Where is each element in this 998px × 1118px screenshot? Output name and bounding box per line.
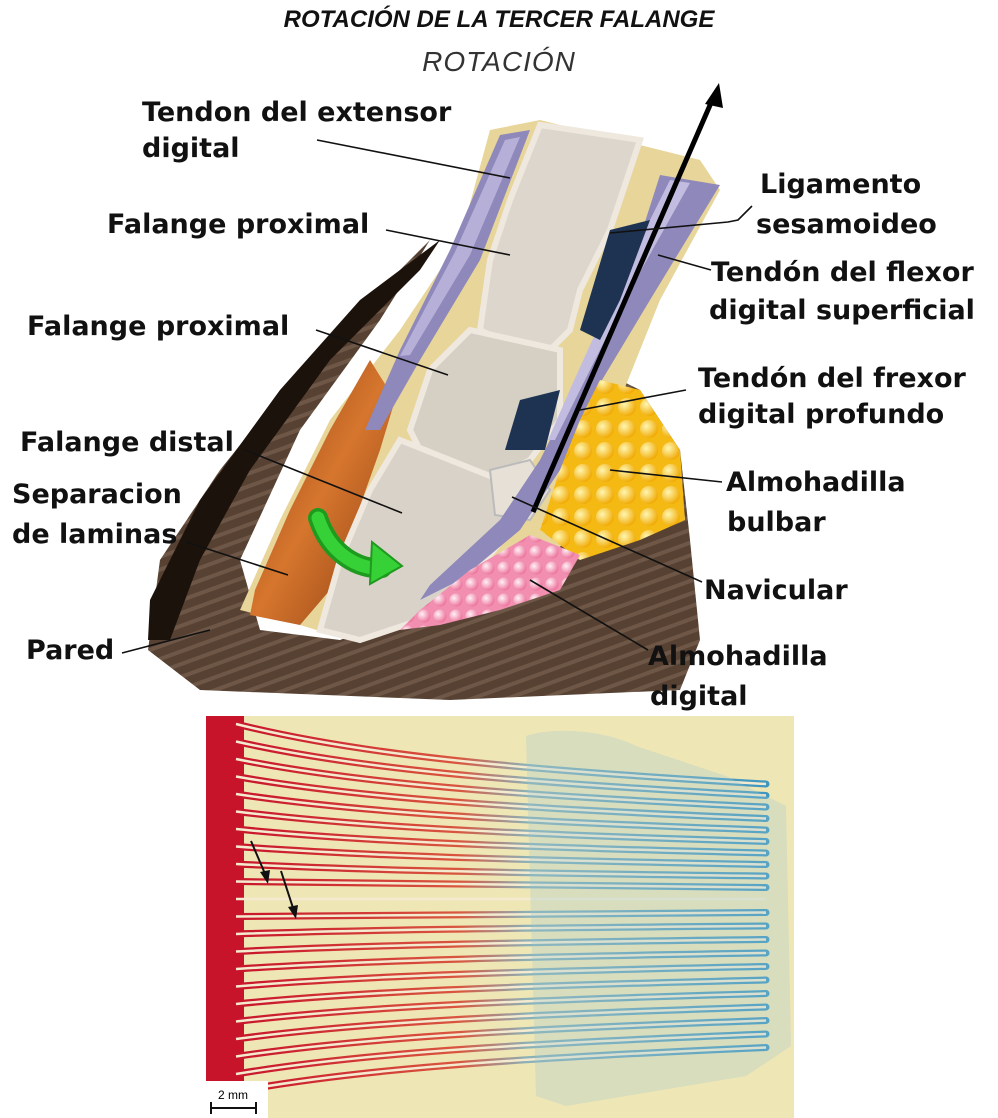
label-sesamoid-ligament-line1: Ligamento [760, 168, 921, 202]
rotation-axis-arrowhead [705, 83, 723, 108]
micrograph-image: 2 mm [206, 716, 794, 1118]
label-superficial-flexor-line2: digital superficial [709, 294, 975, 328]
label-bulbar-pad-line2: bulbar [727, 506, 826, 540]
label-deep-flexor-line2: digital profundo [698, 398, 944, 432]
label-digital-pad-line2: digital [650, 680, 748, 714]
label-wall: Pared [26, 634, 114, 668]
label-extensor-tendon-line2: digital [142, 132, 240, 166]
label-extensor-tendon-line1: Tendon del extensor [142, 96, 451, 130]
label-navicular: Navicular [704, 574, 848, 608]
label-lamina-separation-line2: de laminas [12, 518, 177, 552]
label-sesamoid-ligament-line2: sesamoideo [756, 208, 937, 242]
label-distal-phalanx: Falange distal [20, 426, 234, 460]
label-superficial-flexor-line1: Tendón del flexor [711, 256, 974, 290]
label-bulbar-pad-line1: Almohadilla [726, 466, 906, 500]
label-proximal-phalanx-1: Falange proximal [107, 208, 369, 242]
lamina-micrograph: 2 mm [206, 716, 794, 1118]
label-digital-pad-line1: Almohadilla [648, 640, 828, 674]
label-deep-flexor-line1: Tendón del frexor [698, 362, 966, 396]
scale-bar-label: 2 mm [218, 1088, 248, 1102]
label-lamina-separation-line1: Separacion [12, 478, 182, 512]
label-proximal-phalanx-2: Falange proximal [27, 310, 289, 344]
